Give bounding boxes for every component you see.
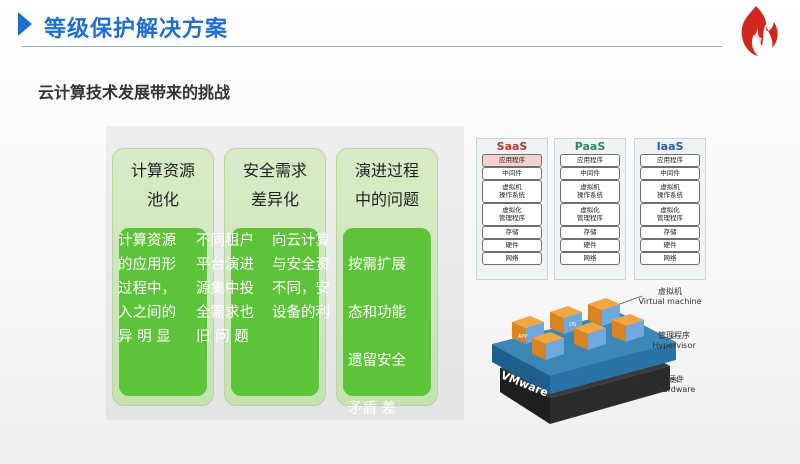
vm-cube xyxy=(612,314,644,342)
pointer-line xyxy=(669,377,681,383)
vm-label: 虚拟机 Virtual machine xyxy=(638,287,702,306)
stack-cell: 虚拟机 操作系统 xyxy=(560,180,620,203)
header-arrow-icon xyxy=(18,12,32,36)
virtualization-diagram: VMware APP OS xyxy=(492,295,681,424)
card-body-panel xyxy=(231,228,319,396)
stack-cell: 中间件 xyxy=(640,167,700,180)
hypervisor-right xyxy=(550,342,676,394)
stack-cell: 虚拟机 操作系统 xyxy=(640,180,700,203)
card-tail-line: 遗留安全 xyxy=(348,353,406,369)
card-body-text: 不同租户 平台演进 源集中投 全需求也 旧 问 题 xyxy=(196,233,254,345)
stack-cell: 硬件 xyxy=(640,239,700,252)
header-title: 等级保护解决方案 xyxy=(44,17,229,42)
card-title: 计算资源 池化 xyxy=(130,161,195,209)
card-body-text: 向云计算 与安全资 不同，安 设备的利 xyxy=(272,233,330,321)
pointer-line xyxy=(665,335,677,341)
stack-cell: 虚拟化 管理程序 xyxy=(640,203,700,226)
vm-cube: OS xyxy=(550,306,582,334)
card-tail-line: 按需扩展 xyxy=(348,257,406,273)
vm-cube xyxy=(532,332,564,360)
stack-column-head: SaaS xyxy=(496,140,528,153)
card-resource-pooling: 计算资源 池化 xyxy=(112,148,214,406)
stack-cell: 应用程序 xyxy=(640,154,700,167)
hardware-left xyxy=(500,368,550,424)
stack-cell: 应用程序 xyxy=(560,154,620,167)
stack-cell: 虚拟化 管理程序 xyxy=(560,203,620,226)
stack-cell: 虚拟化 管理程序 xyxy=(482,203,542,226)
pointer-line xyxy=(619,295,643,305)
stack-cell: 网络 xyxy=(560,252,620,265)
stack-cell: 虚拟机 操作系统 xyxy=(482,180,542,203)
card-title: 演进过程 中的问题 xyxy=(354,161,419,209)
hardware-right xyxy=(550,366,670,424)
stack-cell: 网络 xyxy=(482,252,542,265)
card-evolution-problems: 演进过程 中的问题 xyxy=(336,148,438,406)
card-body-text: 计算资源 的应用形 过程中， 入之间的 异 明 显 xyxy=(118,233,176,345)
stack-cell: 网络 xyxy=(640,252,700,265)
stack-cell: 应用程序 xyxy=(482,154,542,167)
stack-cell: 中间件 xyxy=(482,167,542,180)
card-body-panel xyxy=(119,228,207,396)
vm-os-label: OS xyxy=(569,322,576,328)
stack-column-head: PaaS xyxy=(574,140,606,153)
stack-cell: 存储 xyxy=(482,226,542,239)
stack-cell: 硬件 xyxy=(482,239,542,252)
vm-cube xyxy=(574,322,606,350)
page-subtitle: 云计算技术发展带来的挑战 xyxy=(38,83,231,102)
stack-cell: 中间件 xyxy=(560,167,620,180)
hypervisor-label: 管理程序 Hypervisor xyxy=(652,331,696,350)
flame-logo-icon xyxy=(741,6,778,56)
hardware-label: 硬件 Hardware xyxy=(656,375,696,394)
stack-column-head: IaaS xyxy=(656,140,684,153)
card-tail-line: 态和功能 xyxy=(348,305,406,321)
header-divider xyxy=(22,46,722,47)
vm-app-label: APP xyxy=(518,334,527,340)
hypervisor-left xyxy=(492,344,550,394)
card-body-text-tail: 按需扩展 态和功能 遗留安全 矛盾 差 xyxy=(348,229,444,445)
card-body-panel xyxy=(343,228,431,396)
card-security-differentiation: 安全需求 差异化 xyxy=(224,148,326,406)
stack-cell: 存储 xyxy=(640,226,700,239)
card-title: 安全需求 差异化 xyxy=(242,161,307,209)
stack-cell: 存储 xyxy=(560,226,620,239)
stack-cell: 硬件 xyxy=(560,239,620,252)
card-tail-line: 矛盾 差 xyxy=(348,401,397,417)
